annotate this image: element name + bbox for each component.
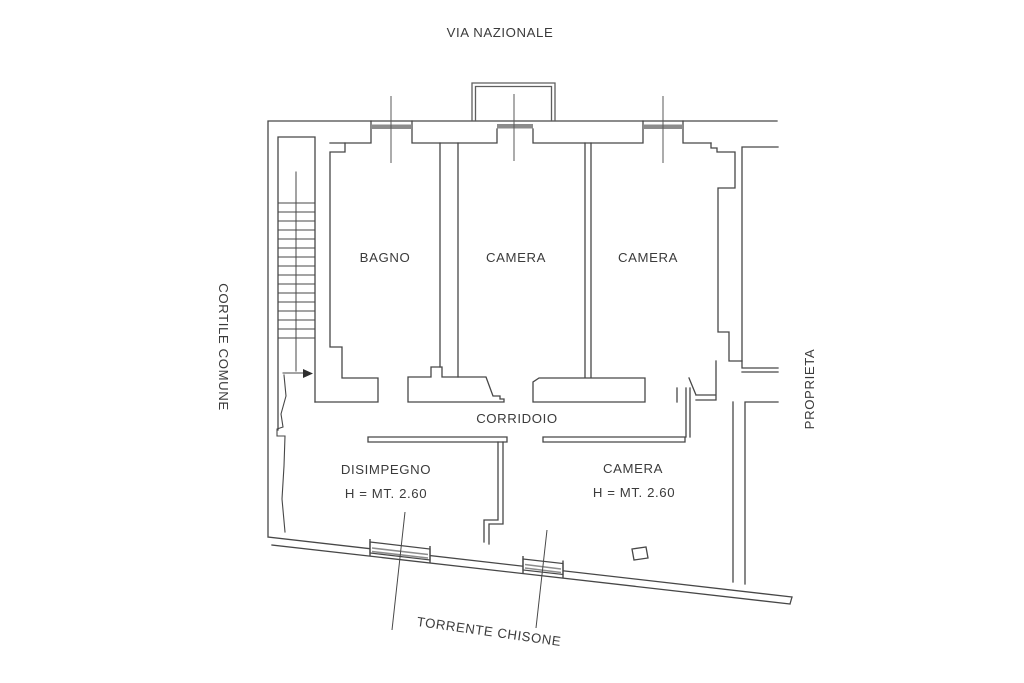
river-label-bottom: TORRENTE CHISONE [416,614,562,649]
labels-layer: VIA NAZIONALE CORTILE COMUNE PROPRIETA T… [216,25,817,649]
bagno-walls [314,142,441,403]
slant-window-south-2 [522,529,564,629]
height-note-camera-bottom: H = MT. 2.60 [593,485,675,500]
corridor-north-wall [407,360,717,403]
room-label-camera-top-right: CAMERA [618,250,678,265]
courtyard-label-left: CORTILE COMUNE [216,283,231,411]
windows-layer [369,94,683,631]
outer-wall [267,120,793,605]
room-label-corridoio: CORRIDOIO [476,411,558,426]
flue-box [631,546,649,561]
property-label-right: PROPRIETA [802,349,817,430]
break-line [276,374,287,533]
stair-arrow [303,369,313,378]
camera-top-right-walls [710,142,743,362]
stair-direction-line [282,171,304,374]
room-label-disimpegno: DISIMPEGNO [341,462,431,477]
window-center-ticks [390,94,664,163]
room-label-camera-bottom: CAMERA [603,461,663,476]
facade-inner-wall [329,120,712,144]
camera-top-center-walls [457,142,592,378]
slant-window-south-1 [369,511,431,631]
corridor-south-wall [367,387,691,443]
neighbor-property-walls [741,146,779,585]
divider-wall [483,441,504,545]
room-label-bagno: BAGNO [360,250,411,265]
window-band-bay [497,124,533,129]
height-note-disimpegno: H = MT. 2.60 [345,486,427,501]
street-label-top: VIA NAZIONALE [447,25,554,40]
bay-window-outline [471,82,556,122]
room-label-camera-top-center: CAMERA [486,250,546,265]
walls-layer [267,82,793,605]
